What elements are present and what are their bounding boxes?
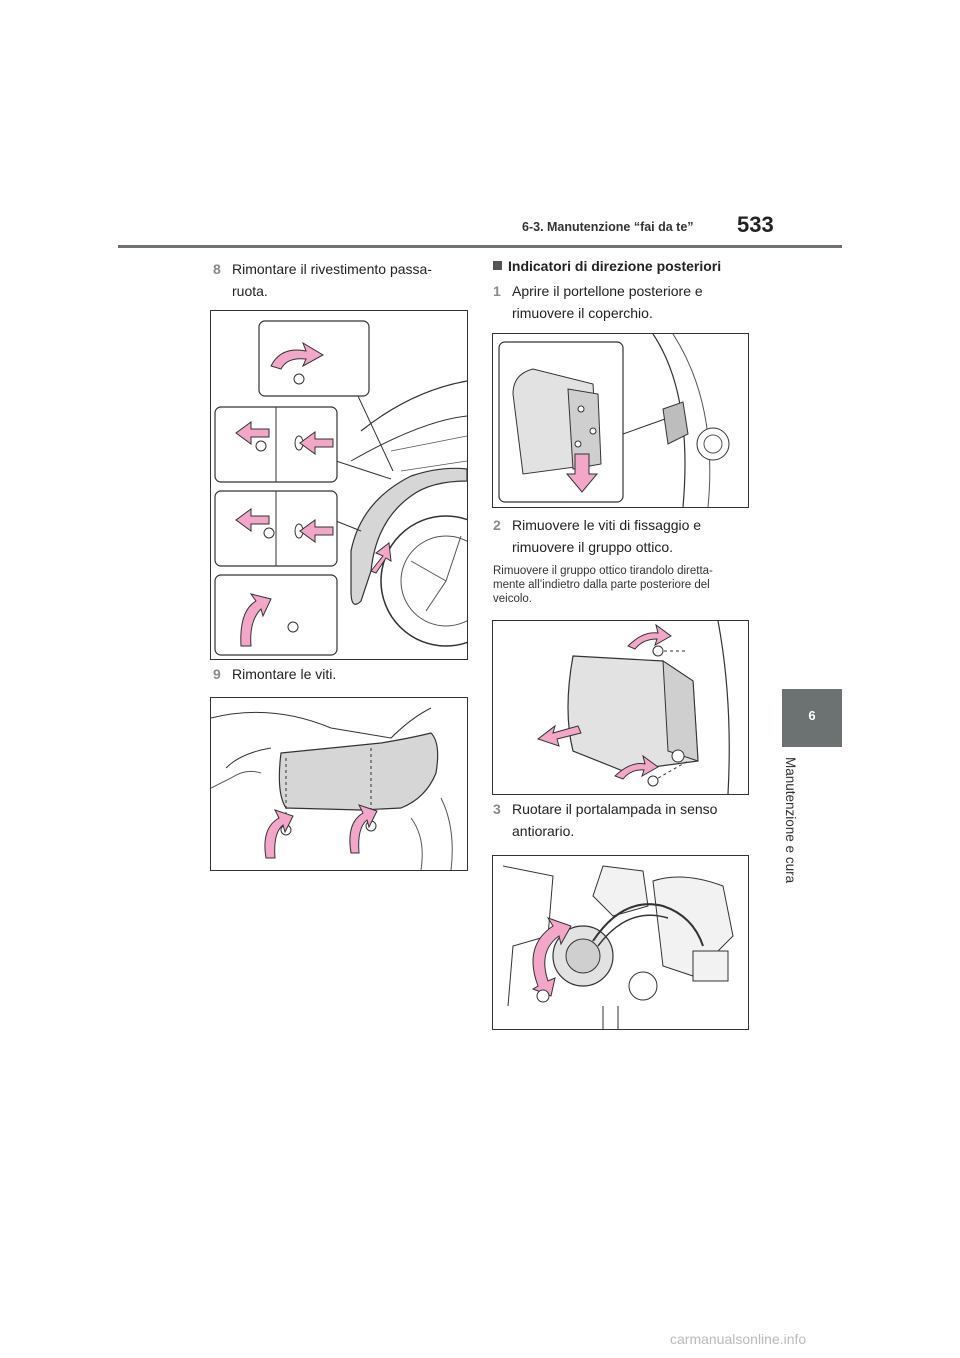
figure-light-assembly — [492, 620, 749, 795]
heading-bullet-icon — [493, 261, 502, 270]
page-number: 533 — [737, 212, 774, 237]
step-text-line2: ruota. — [232, 283, 268, 299]
step-text-line1: Ruotare il portalampada in senso — [512, 801, 718, 817]
section-title: 6-3. Manutenzione “fai da te” — [522, 220, 694, 234]
chapter-number: 6 — [808, 708, 816, 723]
section-heading: Indicatori di direzione posteriori — [493, 258, 721, 274]
step-number: 2 — [493, 517, 501, 533]
figure-bulb-socket — [492, 855, 749, 1030]
step-1: 1 Aprire il portellone posteriore e rimu… — [493, 280, 753, 324]
step-9: 9 Rimontare le viti. — [213, 663, 463, 685]
wheel-liner-illustration — [214, 320, 467, 656]
step-text-line1: Rimontare il rivestimento passa- — [232, 261, 432, 277]
step-text-line1: Rimontare le viti. — [232, 666, 337, 682]
step-3: 3 Ruotare il portalampada in senso antio… — [493, 798, 753, 842]
step-text-line1: Rimuovere le viti di fissaggio e — [512, 517, 702, 533]
step-text-line2: rimuovere il coperchio. — [512, 305, 653, 321]
step-2-note: Rimuovere il gruppo ottico tirandolo dir… — [493, 564, 753, 608]
step-number: 8 — [213, 261, 221, 277]
figure-rear-cover — [492, 333, 749, 508]
figure-wheel-liner — [210, 310, 468, 660]
note-line3: veicolo. — [493, 593, 532, 605]
watermark: carmanualsonline.info — [670, 1331, 807, 1347]
step-number: 9 — [213, 666, 221, 682]
chapter-title: Manutenzione e cura — [783, 757, 798, 884]
light-assembly-illustration — [536, 621, 730, 794]
mudguard-illustration — [211, 707, 453, 870]
step-text-line1: Aprire il portellone posteriore e — [512, 283, 703, 299]
header-divider — [118, 245, 842, 248]
note-line2: mente all’indietro dalla parte posterior… — [493, 579, 710, 591]
step-text-line2: antiorario. — [512, 823, 575, 839]
chapter-title-vertical: Manutenzione e cura — [774, 757, 814, 897]
bulb-socket-illustration — [502, 865, 734, 1029]
step-2: 2 Rimuovere le viti di fissaggio e rimuo… — [493, 514, 753, 558]
chapter-tab: 6 — [782, 689, 842, 747]
note-line1: Rimuovere il gruppo ottico tirandolo dir… — [493, 565, 713, 577]
step-number: 3 — [493, 801, 501, 817]
heading-text: Indicatori di direzione posteriori — [508, 258, 722, 274]
rear-cover-illustration — [498, 334, 730, 507]
step-8: 8 Rimontare il rivestimento passa- ruota… — [213, 258, 463, 302]
step-text-line2: rimuovere il gruppo ottico. — [512, 539, 674, 555]
figure-mudguard-screws — [210, 697, 468, 871]
step-number: 1 — [493, 283, 501, 299]
